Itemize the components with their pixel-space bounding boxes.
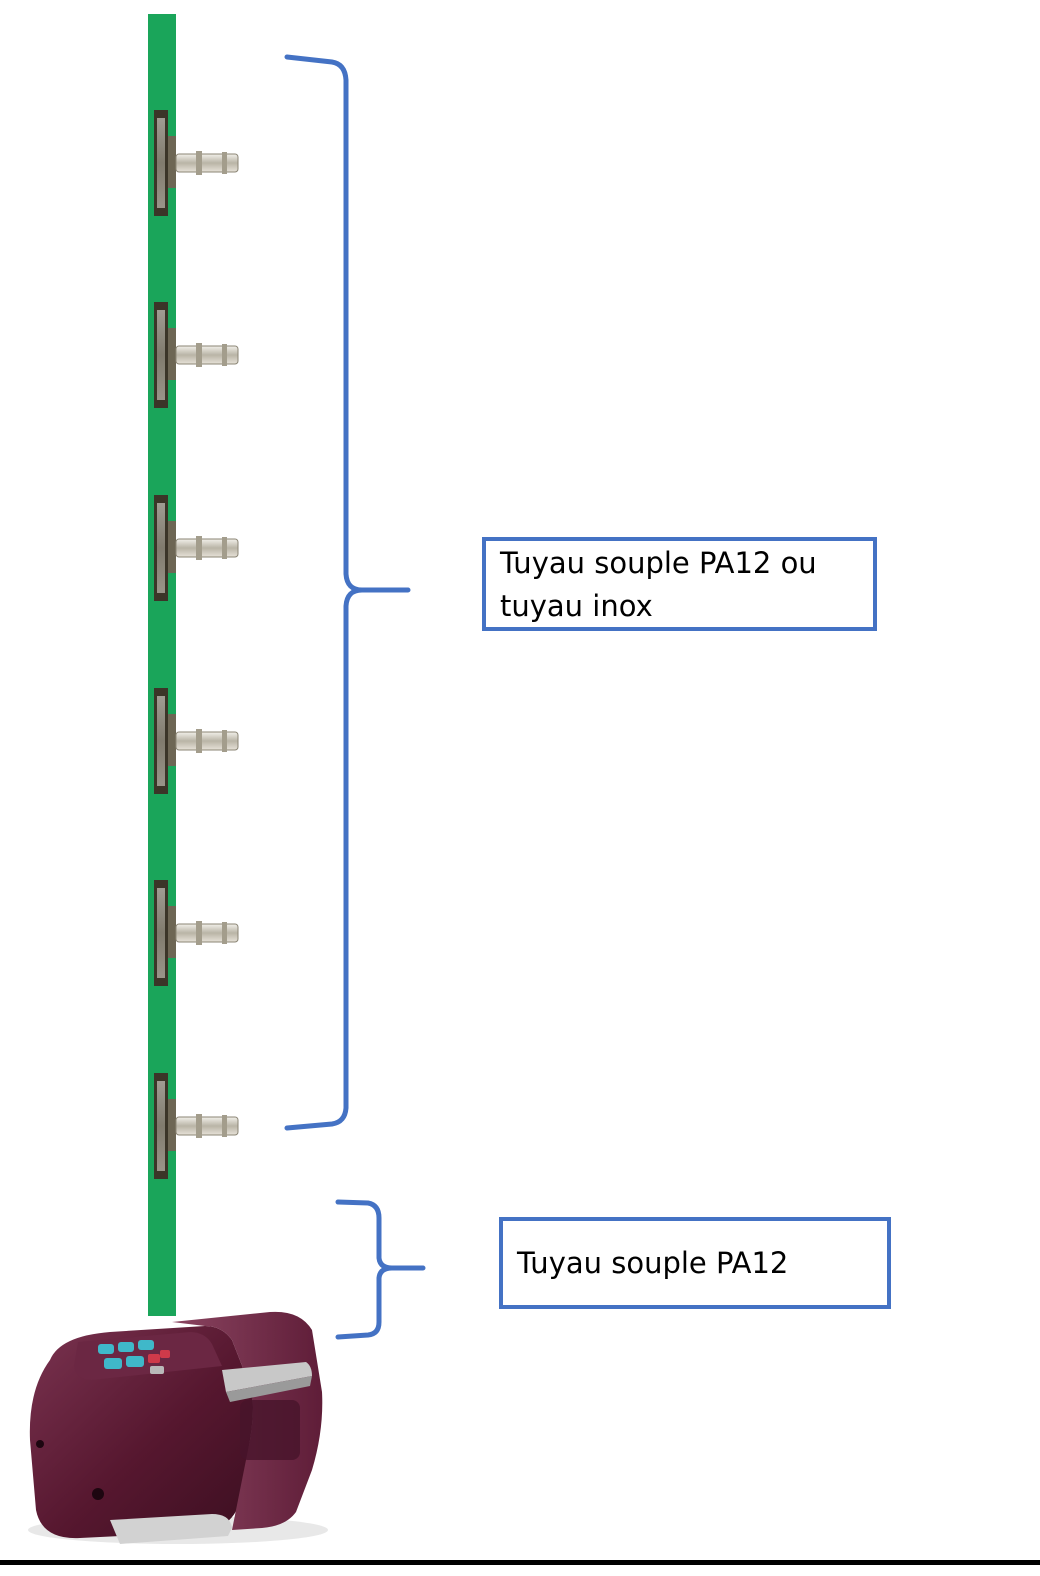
upper-bracket (284, 54, 411, 1131)
fitting-3 (154, 495, 239, 601)
fitting-2 (154, 302, 239, 408)
callout-lower-text: Tuyau souple PA12 (517, 1246, 789, 1280)
bottom-rule (0, 1560, 1040, 1565)
callout-box-lower: Tuyau souple PA12 (499, 1217, 891, 1309)
lower-bracket (335, 1199, 426, 1340)
fitting-5 (154, 880, 239, 986)
fitting-4 (154, 688, 239, 794)
handheld-analyzer-icon (28, 1311, 328, 1544)
callout-upper-line-2: tuyau inox (500, 589, 653, 623)
callout-box-upper: Tuyau souple PA12 ou tuyau inox (482, 537, 877, 631)
fitting-6 (154, 1073, 239, 1179)
callout-upper-line-1: Tuyau souple PA12 ou (500, 546, 817, 580)
fitting-1 (154, 110, 239, 216)
